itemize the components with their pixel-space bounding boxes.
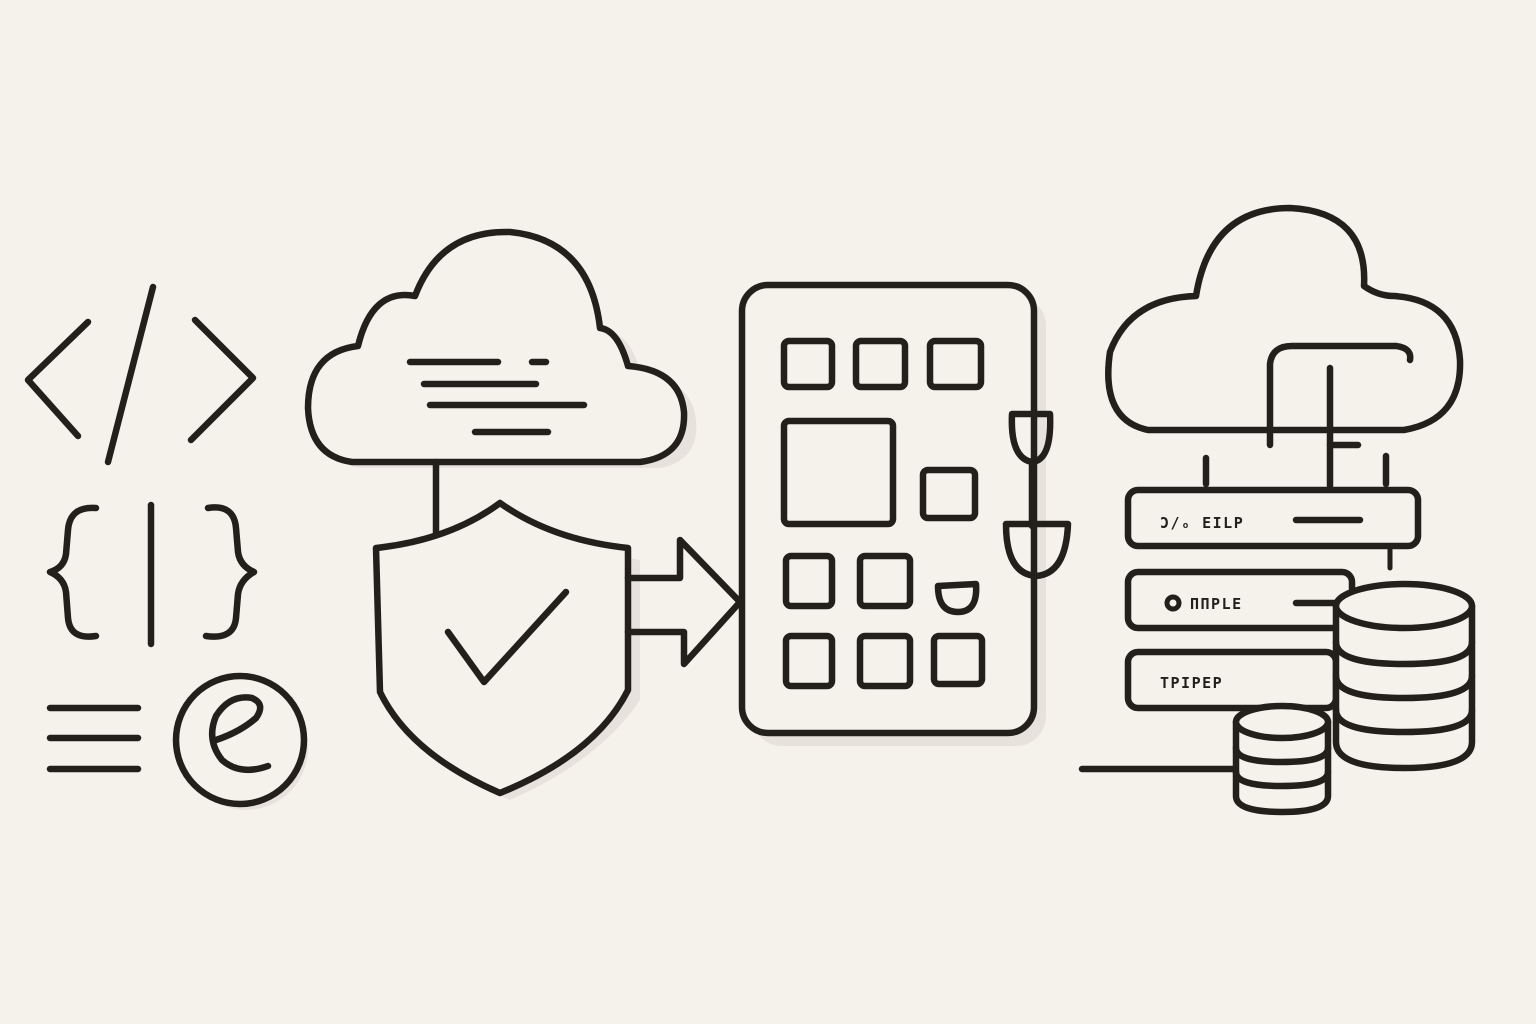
curly-braces-icon <box>46 501 258 648</box>
e-circle-icon <box>172 672 308 810</box>
menu-lines-icon <box>46 704 142 773</box>
cloud-icon <box>304 228 697 468</box>
shield-check-icon <box>372 499 640 800</box>
server-unit-2: ΠΠPLE <box>1124 568 1356 632</box>
arrow-right-icon <box>624 536 744 668</box>
server-unit-3: TPIPEP <box>1124 648 1340 712</box>
server-label-3: TPIPEP <box>1160 674 1223 692</box>
server-rack-icon: Ͻ/ₒ EILP ΠΠPLE TPIPEP <box>1078 486 1422 773</box>
app-grid-panel-icon <box>738 281 1072 746</box>
database-icon <box>1232 580 1476 816</box>
server-unit-1: Ͻ/ₒ EILP <box>1124 486 1422 550</box>
cloud-network-icon <box>1105 204 1464 490</box>
server-label-1: Ͻ/ₒ EILP <box>1160 514 1244 532</box>
code-tag-icon <box>24 283 257 466</box>
server-label-2: ΠΠPLE <box>1190 595 1243 613</box>
